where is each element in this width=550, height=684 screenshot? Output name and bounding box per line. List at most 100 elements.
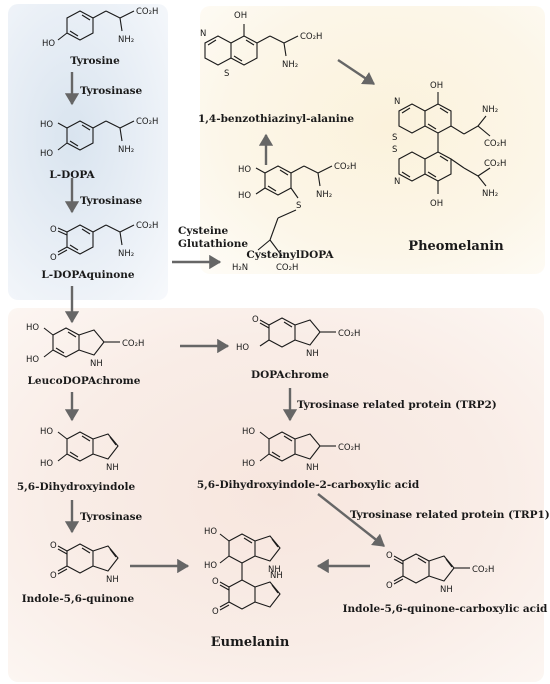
eumelanin-panel [8,308,544,682]
svg-text:NH: NH [106,575,119,585]
dhi-structure: NH HO HO [40,427,119,473]
svg-text:HO: HO [204,527,217,537]
svg-text:N: N [394,97,400,107]
svg-text:CO₂H: CO₂H [136,221,158,231]
svg-text:CO₂H: CO₂H [338,329,360,339]
svg-text:S: S [392,145,397,155]
svg-text:O: O [386,551,393,561]
svg-text:NH: NH [268,565,281,575]
label-dopachrome: DOPAchrome [251,369,329,381]
svg-text:CO₂H: CO₂H [334,162,356,172]
svg-text:NH₂: NH₂ [482,189,498,199]
label-tyrosinase-2: Tyrosinase [80,195,143,207]
svg-text:NH: NH [106,463,119,473]
label-trp1: Tyrosinase related protein (TRP1) [350,509,550,521]
svg-text:CO₂H: CO₂H [136,117,158,127]
svg-text:NH₂: NH₂ [118,249,134,259]
svg-text:NH: NH [440,585,453,595]
tyrosine-co2h: CO₂H [136,7,158,17]
svg-text:OH: OH [234,11,247,21]
tyrosine-ho: HO [42,39,55,49]
svg-text:O: O [212,607,219,617]
svg-text:S: S [296,201,301,211]
svg-text:OH: OH [430,81,443,91]
svg-text:CO₂H: CO₂H [472,565,494,575]
svg-text:HO: HO [40,459,53,469]
svg-text:NH: NH [90,359,103,369]
label-dihydroxyindole: 5,6-Dihydroxyindole [17,481,136,493]
svg-text:O: O [212,577,219,587]
label-cysteinyldopa: CysteinylDOPA [246,249,334,261]
label-tyrosinase-1: Tyrosinase [80,85,143,97]
svg-text:NH₂: NH₂ [316,190,332,200]
dhica-structure: CO₂H NH HO HO [242,427,360,473]
benzothiazinyl-structure: N S OH CO₂H NH₂ [200,11,322,79]
svg-text:H₂N: H₂N [232,263,248,273]
svg-text:N: N [394,177,400,187]
svg-text:CO₂H: CO₂H [484,139,506,149]
svg-text:HO: HO [40,427,53,437]
label-leucodopachrome: LeucoDOPAchrome [28,375,141,387]
compound-labels: Tyrosine L-DOPA L-DOPAquinone LeucoDOPAc… [17,55,548,650]
svg-text:N: N [200,29,206,39]
svg-text:S: S [224,69,229,79]
pheomelanin-structure: N S OH CO₂H NH₂ S N OH CO₂H NH₂ [392,81,506,209]
label-dhica: 5,6-Dihydroxyindole-2-carboxylic acid [197,479,420,491]
svg-text:O: O [50,541,57,551]
svg-text:HO: HO [40,149,53,159]
arrow-benzothiazinyl-to-pheomelanin [337,59,375,85]
leucodopachrome-structure: CO₂H NH HO HO [26,323,144,369]
svg-text:O: O [50,253,57,263]
svg-text:CO₂H: CO₂H [338,443,360,453]
svg-text:O: O [252,315,259,325]
label-benzothiazinyl: 1,4-benzothiazinyl-alanine [198,113,354,125]
svg-text:OH: OH [430,199,443,209]
svg-text:HO: HO [238,165,251,175]
enzyme-labels: Tyrosinase Tyrosinase Tyrosinase Cystein… [80,85,550,523]
arrow-dhica-to-iqca [317,493,385,547]
svg-text:NH₂: NH₂ [282,60,298,70]
svg-text:HO: HO [40,120,53,130]
cysteinyldopa-structure: HO HO CO₂H NH₂ S H₂N CO₂H [232,162,356,273]
iqca-structure: CO₂H NH O O [386,551,494,595]
tyrosine-structure: HO CO₂H NH₂ [42,7,158,49]
label-cysteine: Cysteine [178,225,229,237]
svg-text:HO: HO [236,343,249,353]
label-ldopaquinone: L-DOPAquinone [41,269,135,281]
svg-text:NH: NH [306,463,319,473]
dopachrome-structure: CO₂H NH O HO [236,315,360,359]
svg-text:CO₂H: CO₂H [276,263,298,273]
reaction-arrows [64,59,385,574]
svg-text:S: S [392,133,397,143]
eumelanin-structure: NH HO HO NH O O [204,527,283,617]
svg-text:O: O [50,571,57,581]
svg-text:HO: HO [242,459,255,469]
label-indolequinone: Indole-5,6-quinone [22,593,135,605]
label-glutathione: Glutathione [178,238,248,250]
indolequinone-structure: NH O O [50,541,119,585]
svg-text:HO: HO [26,323,39,333]
svg-text:O: O [386,581,393,591]
svg-text:NH: NH [306,349,319,359]
label-eumelanin: Eumelanin [211,635,290,650]
ldopaquinone-structure: O O CO₂H NH₂ [50,221,158,263]
svg-text:O: O [50,225,57,235]
svg-text:HO: HO [242,427,255,437]
svg-text:NH₂: NH₂ [482,105,498,115]
svg-text:NH: NH [270,571,283,581]
svg-text:CO₂H: CO₂H [300,32,322,42]
svg-text:CO₂H: CO₂H [122,339,144,349]
svg-text:HO: HO [204,561,217,571]
tyrosine-nh2: NH₂ [118,35,134,45]
label-tyrosine: Tyrosine [70,55,120,67]
svg-text:HO: HO [26,355,39,365]
label-pheomelanin: Pheomelanin [408,239,504,254]
label-tyrosinase-3: Tyrosinase [80,511,143,523]
svg-text:HO: HO [238,191,251,201]
tyrosine-pathway-panel [8,4,168,300]
svg-text:NH₂: NH₂ [118,145,134,155]
label-ldopa: L-DOPA [49,169,95,181]
svg-text:CO₂H: CO₂H [484,159,506,169]
label-iqca: Indole-5,6-quinone-carboxylic acid [343,603,548,615]
